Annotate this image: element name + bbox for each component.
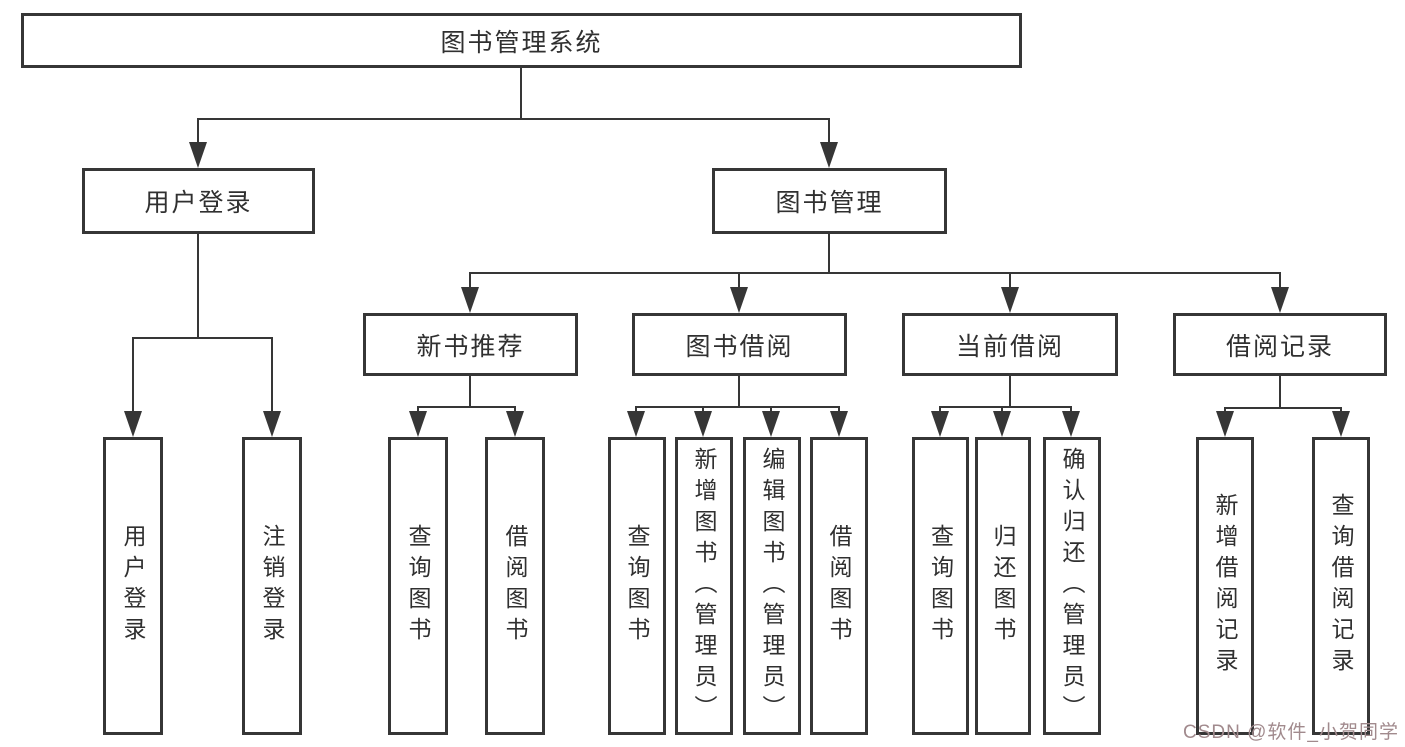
node-book-management: 图书管理 xyxy=(712,168,947,234)
leaf-logout-label: 注销登录 xyxy=(259,524,285,648)
arrowhead-down xyxy=(124,411,142,437)
connector-line xyxy=(1279,272,1281,290)
leaf-current-confirm-admin-label: 确认归还（管理员） xyxy=(1059,446,1085,726)
connector-line xyxy=(1279,376,1281,409)
connector-line xyxy=(1009,272,1011,290)
leaf-records-query-label: 查询借阅记录 xyxy=(1328,493,1354,679)
node-book-management-label: 图书管理 xyxy=(775,189,884,217)
arrowhead-down xyxy=(627,411,645,437)
arrowhead-down xyxy=(1271,287,1289,313)
leaf-current-return: 归还图书 xyxy=(975,437,1031,735)
connector-line xyxy=(271,337,273,415)
node-user-login-label: 用户登录 xyxy=(144,189,253,217)
node-book-borrow-label: 图书借阅 xyxy=(685,332,794,361)
leaf-borrow-query: 查询图书 xyxy=(608,437,666,735)
leaf-borrow-edit-admin: 编辑图书（管理员） xyxy=(743,437,801,735)
leaf-records-query: 查询借阅记录 xyxy=(1312,437,1370,735)
leaf-current-query-label: 查询图书 xyxy=(927,524,954,648)
connector-line xyxy=(417,406,516,408)
leaf-records-add: 新增借阅记录 xyxy=(1196,437,1254,735)
watermark: CSDN @软件_小贺同学 xyxy=(1183,722,1399,743)
connector-line xyxy=(469,272,1281,274)
arrowhead-down xyxy=(820,142,838,168)
connector-line xyxy=(738,376,740,408)
arrowhead-down xyxy=(1332,411,1350,437)
arrowhead-down xyxy=(694,411,712,437)
node-borrow-records-label: 借阅记录 xyxy=(1225,332,1334,361)
leaf-newbook-borrow: 借阅图书 xyxy=(485,437,545,735)
leaf-current-query: 查询图书 xyxy=(912,437,969,735)
connector-line xyxy=(828,118,830,146)
connector-line xyxy=(197,234,199,339)
node-current-borrow: 当前借阅 xyxy=(902,313,1118,376)
connector-line xyxy=(635,406,840,408)
leaf-newbook-query-label: 查询图书 xyxy=(405,524,431,648)
connector-line xyxy=(197,118,830,120)
node-borrow-records: 借阅记录 xyxy=(1173,313,1387,376)
leaf-current-return-label: 归还图书 xyxy=(990,524,1016,648)
arrowhead-down xyxy=(506,411,524,437)
leaf-user-login: 用户登录 xyxy=(103,437,163,735)
node-root: 图书管理系统 xyxy=(21,13,1022,68)
leaf-user-login-label: 用户登录 xyxy=(120,524,146,648)
arrowhead-down xyxy=(762,411,780,437)
leaf-records-add-label: 新增借阅记录 xyxy=(1212,493,1238,679)
connector-line xyxy=(1009,376,1011,408)
node-current-borrow-label: 当前借阅 xyxy=(955,332,1064,361)
leaf-logout: 注销登录 xyxy=(242,437,302,735)
arrowhead-down xyxy=(1216,411,1234,437)
connector-line xyxy=(197,118,199,146)
arrowhead-down xyxy=(263,411,281,437)
connector-line xyxy=(520,68,522,118)
node-book-borrow: 图书借阅 xyxy=(632,313,847,376)
leaf-borrow-add-admin-label: 新增图书（管理员） xyxy=(691,446,717,726)
arrowhead-down xyxy=(1062,411,1080,437)
arrowhead-down xyxy=(993,411,1011,437)
connector-line xyxy=(738,272,740,290)
leaf-borrow-add-admin: 新增图书（管理员） xyxy=(675,437,733,735)
connector-line xyxy=(132,337,273,339)
node-root-label: 图书管理系统 xyxy=(440,28,603,57)
leaf-newbook-borrow-label: 借阅图书 xyxy=(502,524,528,648)
arrowhead-down xyxy=(409,411,427,437)
leaf-borrow-book: 借阅图书 xyxy=(810,437,868,735)
node-new-book-recommend-label: 新书推荐 xyxy=(416,332,525,361)
node-user-login: 用户登录 xyxy=(82,168,315,234)
connector-line xyxy=(469,272,471,290)
arrowhead-down xyxy=(461,287,479,313)
leaf-borrow-book-label: 借阅图书 xyxy=(826,524,852,648)
leaf-newbook-query: 查询图书 xyxy=(388,437,448,735)
connector-line xyxy=(1224,407,1342,409)
arrowhead-down xyxy=(730,287,748,313)
leaf-borrow-query-label: 查询图书 xyxy=(624,524,650,648)
leaf-current-confirm-admin: 确认归还（管理员） xyxy=(1043,437,1101,735)
arrowhead-down xyxy=(1001,287,1019,313)
connector-line xyxy=(939,406,1072,408)
arrowhead-down xyxy=(189,142,207,168)
connector-line xyxy=(469,376,471,408)
leaf-borrow-edit-admin-label: 编辑图书（管理员） xyxy=(759,446,785,726)
connector-line xyxy=(828,234,830,274)
arrowhead-down xyxy=(931,411,949,437)
arrowhead-down xyxy=(830,411,848,437)
connector-line xyxy=(132,337,134,415)
node-new-book-recommend: 新书推荐 xyxy=(363,313,578,376)
